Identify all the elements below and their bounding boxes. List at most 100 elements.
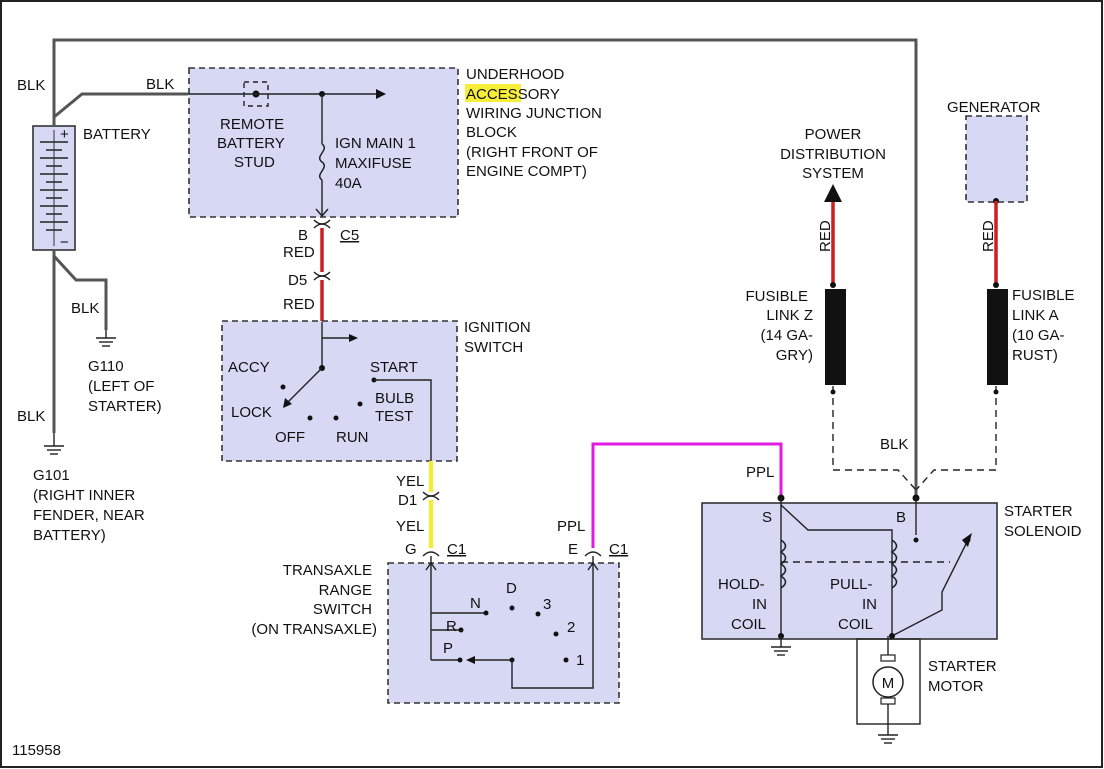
connector-label-d5: D5 [288,272,307,289]
svg-text:DISTRIBUTION: DISTRIBUTION [780,146,886,163]
svg-text:STARTER: STARTER [1004,503,1073,520]
maxifuse-symbol [315,94,329,218]
svg-text:(RIGHT INNER: (RIGHT INNER [33,487,135,504]
connector-label-c5: C5 [340,227,359,244]
svg-text:2: 2 [567,619,575,636]
junction-block-title: UNDERHOOD ACCESSORY WIRING JUNCTION BLOC… [465,66,602,180]
svg-text:MAXIFUSE: MAXIFUSE [335,155,412,172]
fusible-link-a [987,289,1008,385]
wire-ppl [591,442,783,548]
svg-text:LINK A: LINK A [1012,307,1059,324]
connector-label-b: B [298,227,308,244]
wire-label-red-2: RED [283,296,315,313]
svg-text:FENDER, NEAR: FENDER, NEAR [33,507,145,524]
battery-plus-sign: + [60,126,69,143]
starter-motor-label: STARTER MOTOR [928,658,997,695]
svg-text:TRANSAXLE: TRANSAXLE [283,562,372,579]
svg-text:IN: IN [752,596,767,613]
svg-text:BULB: BULB [375,390,414,407]
svg-text:POWER: POWER [805,126,862,143]
svg-text:SOLENOID: SOLENOID [1004,523,1082,540]
generator-label: GENERATOR [947,99,1041,116]
wire-label-yel-2: YEL [396,518,424,535]
battery-label: BATTERY [83,126,151,143]
starter-motor-symbol: M [872,636,904,744]
svg-text:OFF: OFF [275,429,305,446]
svg-text:40A: 40A [335,175,362,192]
svg-text:G110: G110 [88,358,124,375]
svg-text:(ON TRANSAXLE): (ON TRANSAXLE) [251,621,377,638]
svg-text:STARTER): STARTER) [88,398,162,415]
wire-label-blk-g110: BLK [71,300,99,317]
wire-label-blk-top: BLK [17,77,45,94]
ignition-switch-position-labels: ACCY LOCK OFF RUN START BULB TEST [228,359,418,446]
svg-text:M: M [882,675,895,692]
svg-text:IGNITION: IGNITION [464,319,531,336]
stud-label: REMOTE BATTERY STUD [217,116,285,171]
power-distribution-arrow [824,184,842,202]
connector-c1-e [584,551,602,557]
wire-label-blk-g101: BLK [17,408,45,425]
solenoid-terminal-b: B [896,509,906,526]
svg-text:LINK Z: LINK Z [766,307,813,324]
svg-text:ENGINE COMPT): ENGINE COMPT) [466,163,587,180]
svg-text:FUSIBLE: FUSIBLE [745,288,808,305]
connector-label-c1-g: C1 [447,541,466,558]
svg-text:WIRING JUNCTION: WIRING JUNCTION [466,105,602,122]
connector-d5 [313,271,331,281]
pull-in-coil-label: PULL- IN COIL [830,576,877,633]
connector-label-c1-e: C1 [609,541,628,558]
maxifuse-label: IGN MAIN 1 MAXIFUSE 40A [335,135,416,192]
connector-c1-g [422,551,440,557]
svg-text:N: N [470,595,481,612]
svg-text:FUSIBLE: FUSIBLE [1012,287,1075,304]
svg-text:STARTER: STARTER [928,658,997,675]
connector-c5 [313,219,331,229]
svg-text:BLOCK: BLOCK [466,124,517,141]
svg-text:RANGE: RANGE [319,582,372,599]
wire-a-to-b-dash [915,469,996,491]
remote-battery-stud [188,81,386,107]
ground-hold-coil [771,636,791,656]
battery-minus-sign: − [60,234,69,251]
solenoid-windings [778,498,972,639]
wire-label-ppl-2: PPL [746,464,774,481]
svg-text:D: D [506,580,517,597]
ignition-switch-box [221,320,458,462]
svg-text:(10 GA-: (10 GA- [1012,327,1065,344]
ground-g101-symbol [44,433,64,455]
solenoid-terminal-s: S [762,509,772,526]
svg-text:ACCESSORY: ACCESSORY [466,86,560,103]
svg-text:SWITCH: SWITCH [464,339,523,356]
svg-text:PULL-: PULL- [830,576,873,593]
ground-g101-label: G101 (RIGHT INNER FENDER, NEAR BATTERY) [33,467,145,544]
wire-label-red-1: RED [283,244,315,261]
svg-text:GRY): GRY) [776,347,813,364]
svg-text:R: R [446,618,457,635]
svg-text:HOLD-: HOLD- [718,576,765,593]
starter-solenoid-box [701,502,998,640]
fusible-link-a-label: FUSIBLE LINK A (10 GA- RUST) [1012,287,1075,364]
ground-g110-symbol [96,330,116,347]
wire-label-ppl-1: PPL [557,518,585,535]
battery: + − [32,125,76,251]
ignition-switch-contacts [280,322,432,460]
svg-text:SWITCH: SWITCH [313,601,372,618]
svg-text:REMOTE: REMOTE [220,116,284,133]
hold-in-coil-label: HOLD- IN COIL [718,576,767,633]
fusible-link-z [825,289,846,385]
svg-text:1: 1 [576,652,584,669]
svg-text:RUST): RUST) [1012,347,1058,364]
wire-label-blk-stud: BLK [146,76,174,93]
battery-negative-wires [52,250,108,433]
power-distribution-label: POWER DISTRIBUTION SYSTEM [780,126,886,182]
svg-text:ACCY: ACCY [228,359,270,376]
svg-text:START: START [370,359,418,376]
svg-text:BATTERY): BATTERY) [33,527,106,544]
wire-label-red-link-a: RED [980,220,997,252]
connector-d1 [422,491,440,501]
wire-label-blk-solenoid: BLK [880,436,908,453]
svg-text:IGN MAIN 1: IGN MAIN 1 [335,135,416,152]
svg-text:SYSTEM: SYSTEM [802,165,864,182]
